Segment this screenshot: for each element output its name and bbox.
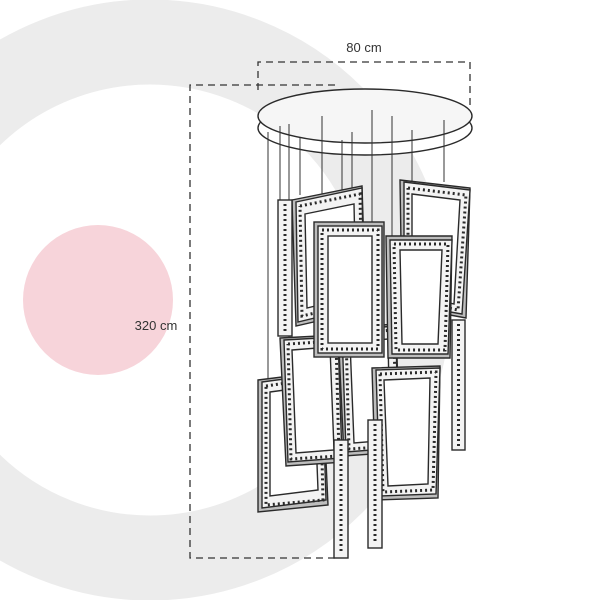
ceiling-canopy — [257, 88, 473, 156]
height-guide-line — [189, 84, 336, 559]
width-label: 80 cm — [346, 40, 381, 55]
frame-panel-front-left — [313, 221, 385, 358]
light-bar-bottom-center — [367, 419, 383, 549]
light-bar-bottom-left — [333, 439, 349, 559]
width-dimension: 80 cm — [257, 40, 471, 106]
width-guide-line — [257, 61, 471, 106]
background-blush-circle — [23, 225, 173, 375]
light-bar-left — [277, 199, 293, 337]
light-bar-right — [451, 319, 466, 451]
frame-panel-front-right — [385, 235, 453, 359]
height-dimension: 320 cm — [135, 84, 336, 559]
height-label: 320 cm — [135, 318, 178, 333]
